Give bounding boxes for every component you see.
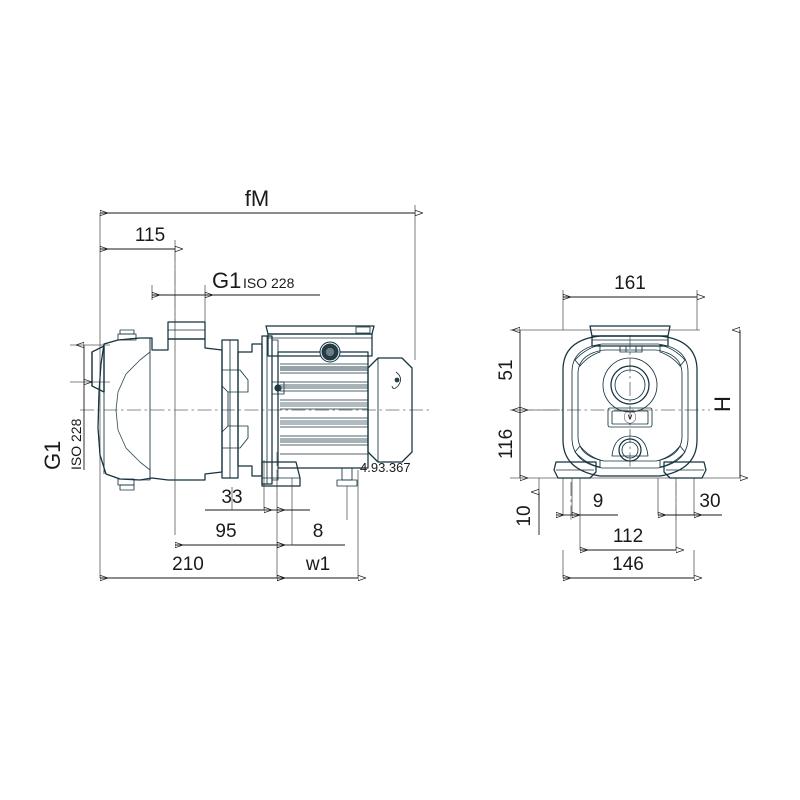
dimension-210-w1: 210 w1 [100,554,358,578]
dimension-10-label: 10 [514,505,535,526]
pump-casing [91,321,301,491]
dimension-51-label: 51 [496,359,517,380]
front-nameplate-text: ⓥ [623,410,636,425]
dimension-10: 10 [514,492,540,535]
dimension-fM-label: fM [245,186,269,211]
dimension-discharge-thread: G1 ISO 228 [152,268,320,295]
dimension-H: H [710,330,740,478]
front-discharge-port [602,357,658,413]
dimension-9-label: 9 [593,491,604,512]
dimension-51: 51 [496,330,520,410]
side-elevation-view: 4.93.367 fM 115 G1 ISO 228 [40,186,430,578]
terminal-box [265,325,375,363]
front-drain-port [611,435,649,462]
dimension-H-label: H [710,396,735,412]
dimension-116: 116 [496,410,520,478]
dimension-33: 33 [205,487,310,510]
dimension-115-label: 115 [135,225,165,246]
discharge-thread-standard: ISO 228 [243,275,295,291]
dimension-30-label: 30 [699,491,720,512]
dimension-146: 146 [563,554,694,578]
dimension-161: 161 [563,273,697,297]
discharge-thread-label: G1 [212,268,241,293]
front-nameplate: ⓥ [607,407,653,428]
front-terminal-box [589,325,671,353]
dimension-33-label: 33 [221,487,242,508]
front-motor-body [562,335,698,477]
dimension-8-label: 8 [313,521,324,542]
dimension-146-label: 146 [612,554,644,575]
dimension-95-label: 95 [215,521,236,542]
front-mounting-feet [553,461,707,479]
dimension-suction-thread: G1 ISO 228 [40,345,84,470]
dimension-112: 112 [580,526,676,550]
suction-thread-standard: ISO 228 [68,418,84,470]
dimension-w1-label: w1 [305,554,330,575]
dimension-fM: fM [100,186,415,213]
dimension-30: 30 [658,491,722,515]
dimension-161-label: 161 [614,273,646,294]
drain-reference-label: 4.93.367 [360,460,411,475]
motor-cooling-fins [280,363,368,455]
suction-thread-label: G1 [40,441,65,470]
front-elevation-view: ⓥ [496,273,740,578]
dimension-115: 115 [100,225,175,249]
dimension-112-label: 112 [613,526,643,547]
dimension-9: 9 [556,491,618,515]
electric-motor [265,325,413,469]
dimension-95: 95 [175,521,277,545]
dimension-116-label: 116 [496,429,517,459]
drain-plug [336,467,358,520]
dimension-210-label: 210 [172,554,204,575]
side-extension-lines [70,205,416,578]
dimension-8: 8 [277,521,345,545]
